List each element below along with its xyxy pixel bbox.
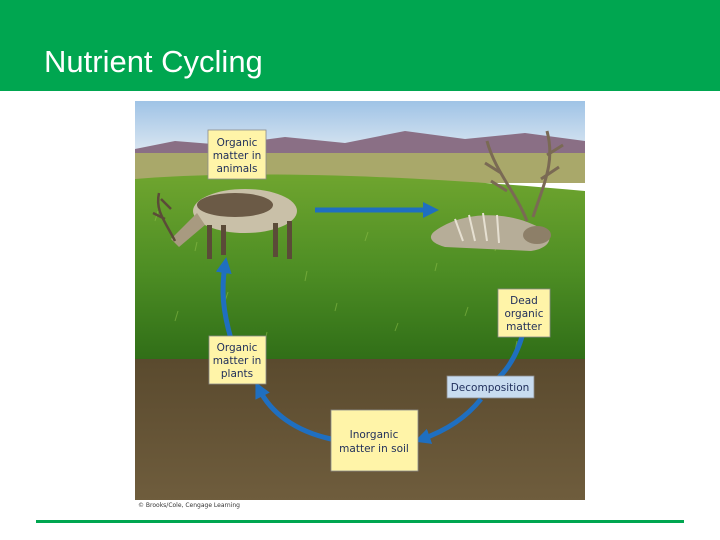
label-animals-line-2: matter in <box>213 150 262 162</box>
label-dead-line-1: Dead <box>510 295 538 307</box>
label-decomposition-text: Decomposition <box>451 382 530 394</box>
label-organic-matter-plants: Organic matter in plants <box>208 335 267 385</box>
label-inorganic-matter-soil: Inorganic matter in soil <box>330 409 419 472</box>
label-plants-line-3: plants <box>221 368 253 380</box>
grazing-caribou <box>152 189 297 259</box>
arrow-plants-to-animals <box>215 257 234 340</box>
image-credit: © Brooks/Cole, Cengage Learning <box>138 502 240 509</box>
label-soil-line-2: matter in soil <box>339 443 409 455</box>
label-decomposition: Decomposition <box>446 375 535 399</box>
label-organic-matter-animals: Organic matter in animals <box>207 129 267 180</box>
dead-caribou <box>430 130 564 251</box>
label-animals-line-1: Organic <box>217 137 258 149</box>
footer-divider <box>36 520 684 523</box>
slide-header <box>0 0 720 91</box>
credit-strip <box>135 500 585 510</box>
arrow-soil-to-plants <box>255 381 332 442</box>
label-soil-line-1: Inorganic <box>350 429 399 441</box>
cycle-arrows <box>215 201 526 444</box>
arrow-decomposition-to-soil <box>414 397 483 444</box>
label-animals-line-3: animals <box>216 163 257 175</box>
slide-title: Nutrient Cycling <box>44 44 263 79</box>
label-dead-organic-matter: Dead organic matter <box>497 288 551 338</box>
label-dead-line-3: matter <box>506 321 542 333</box>
label-dead-line-2: organic <box>504 308 543 320</box>
label-plants-line-2: matter in <box>213 355 262 367</box>
nutrient-cycle-figure: Organic matter in animals Dead organic m… <box>135 101 585 510</box>
label-plants-line-1: Organic <box>217 342 258 354</box>
